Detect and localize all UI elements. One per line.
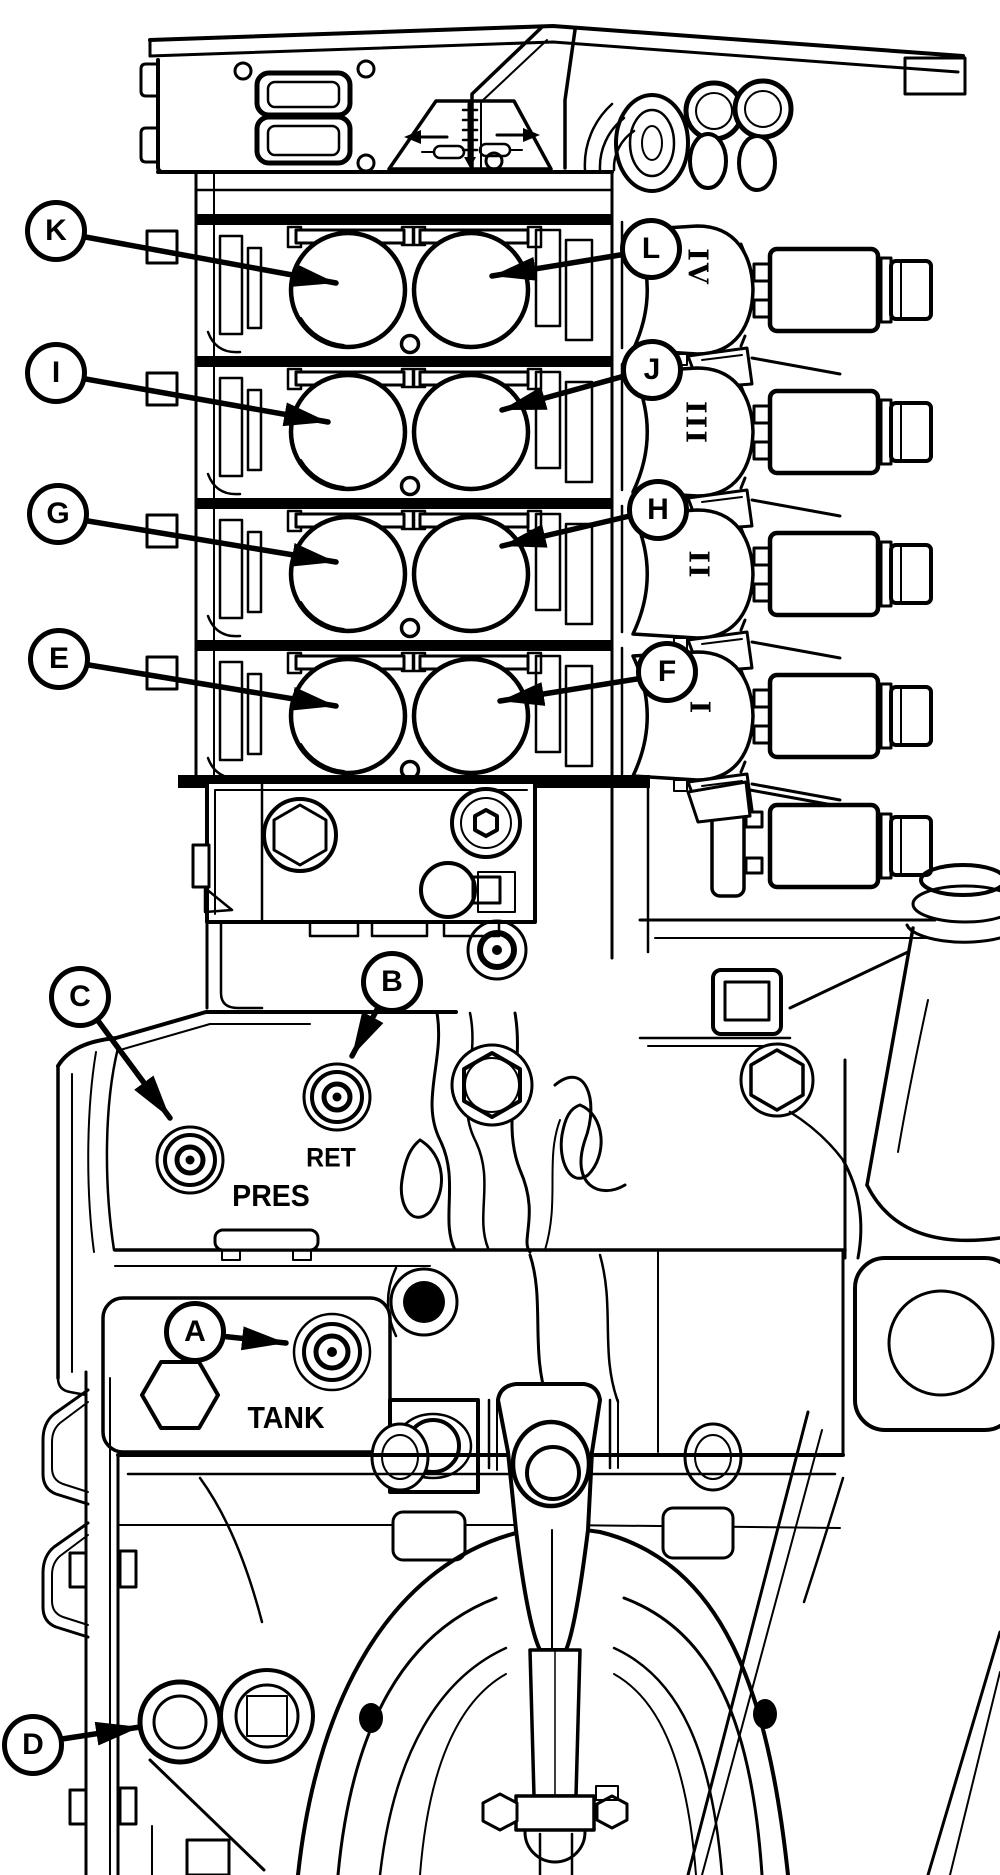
adjustment-block <box>191 780 537 1010</box>
callout-arrow-F <box>497 675 646 706</box>
pres-label: PRES <box>232 1178 310 1213</box>
callout-E: E <box>28 628 90 690</box>
ret-label: RET <box>306 1142 356 1173</box>
adjustment-decal <box>387 99 553 171</box>
callout-arrow-I <box>77 375 331 427</box>
section-label-II: II <box>682 550 714 580</box>
cover-opening-top <box>254 70 353 118</box>
callout-arrow-A <box>217 1326 289 1351</box>
section-label-III: III <box>679 401 711 445</box>
callout-C: C <box>49 966 111 1028</box>
callout-arrow-H <box>499 512 637 549</box>
callout-G: G <box>27 483 89 545</box>
callout-I: I <box>25 342 87 404</box>
control-lever <box>481 1382 629 1875</box>
tank-port <box>292 1312 372 1392</box>
tank-panel <box>101 1296 392 1454</box>
callout-F: F <box>636 641 698 703</box>
pump-housing <box>56 863 1000 1457</box>
callout-K: K <box>25 200 87 262</box>
callout-arrow-J <box>499 372 631 413</box>
callout-arrow-E <box>80 661 339 711</box>
callout-arrow-C <box>93 1015 173 1121</box>
callout-arrow-K <box>77 233 339 287</box>
ports <box>101 1062 847 1765</box>
bell-housing <box>41 1370 1000 1875</box>
hex-plug <box>140 1360 220 1430</box>
cover-opening-bottom <box>254 114 353 166</box>
hex-bolt <box>462 1051 522 1119</box>
filler-cylinder <box>865 863 1000 1243</box>
section-label-IV: IV <box>681 248 713 286</box>
callout-B: B <box>361 951 423 1013</box>
d-port <box>137 1668 315 1765</box>
tank-label: TANK <box>247 1400 325 1435</box>
callout-arrow-L <box>489 251 629 281</box>
callout-arrow-D <box>59 1721 143 1746</box>
callout-L: L <box>620 218 682 280</box>
pres-port <box>155 1125 225 1195</box>
hex-bolt <box>749 1048 805 1112</box>
callout-arrows <box>59 233 646 1746</box>
callout-D: D <box>2 1714 64 1776</box>
socket-head-bolt <box>450 787 522 859</box>
callout-H: H <box>627 479 689 541</box>
callout-A: A <box>164 1301 226 1363</box>
callout-arrow-G <box>79 517 339 567</box>
callout-arrow-B <box>349 1001 384 1059</box>
solenoid-5 <box>770 805 931 887</box>
top-cover <box>139 24 967 193</box>
callout-J: J <box>621 339 683 401</box>
electrical-connectors <box>614 78 794 193</box>
section-label-I: I <box>683 700 715 716</box>
ret-port <box>302 1062 372 1132</box>
